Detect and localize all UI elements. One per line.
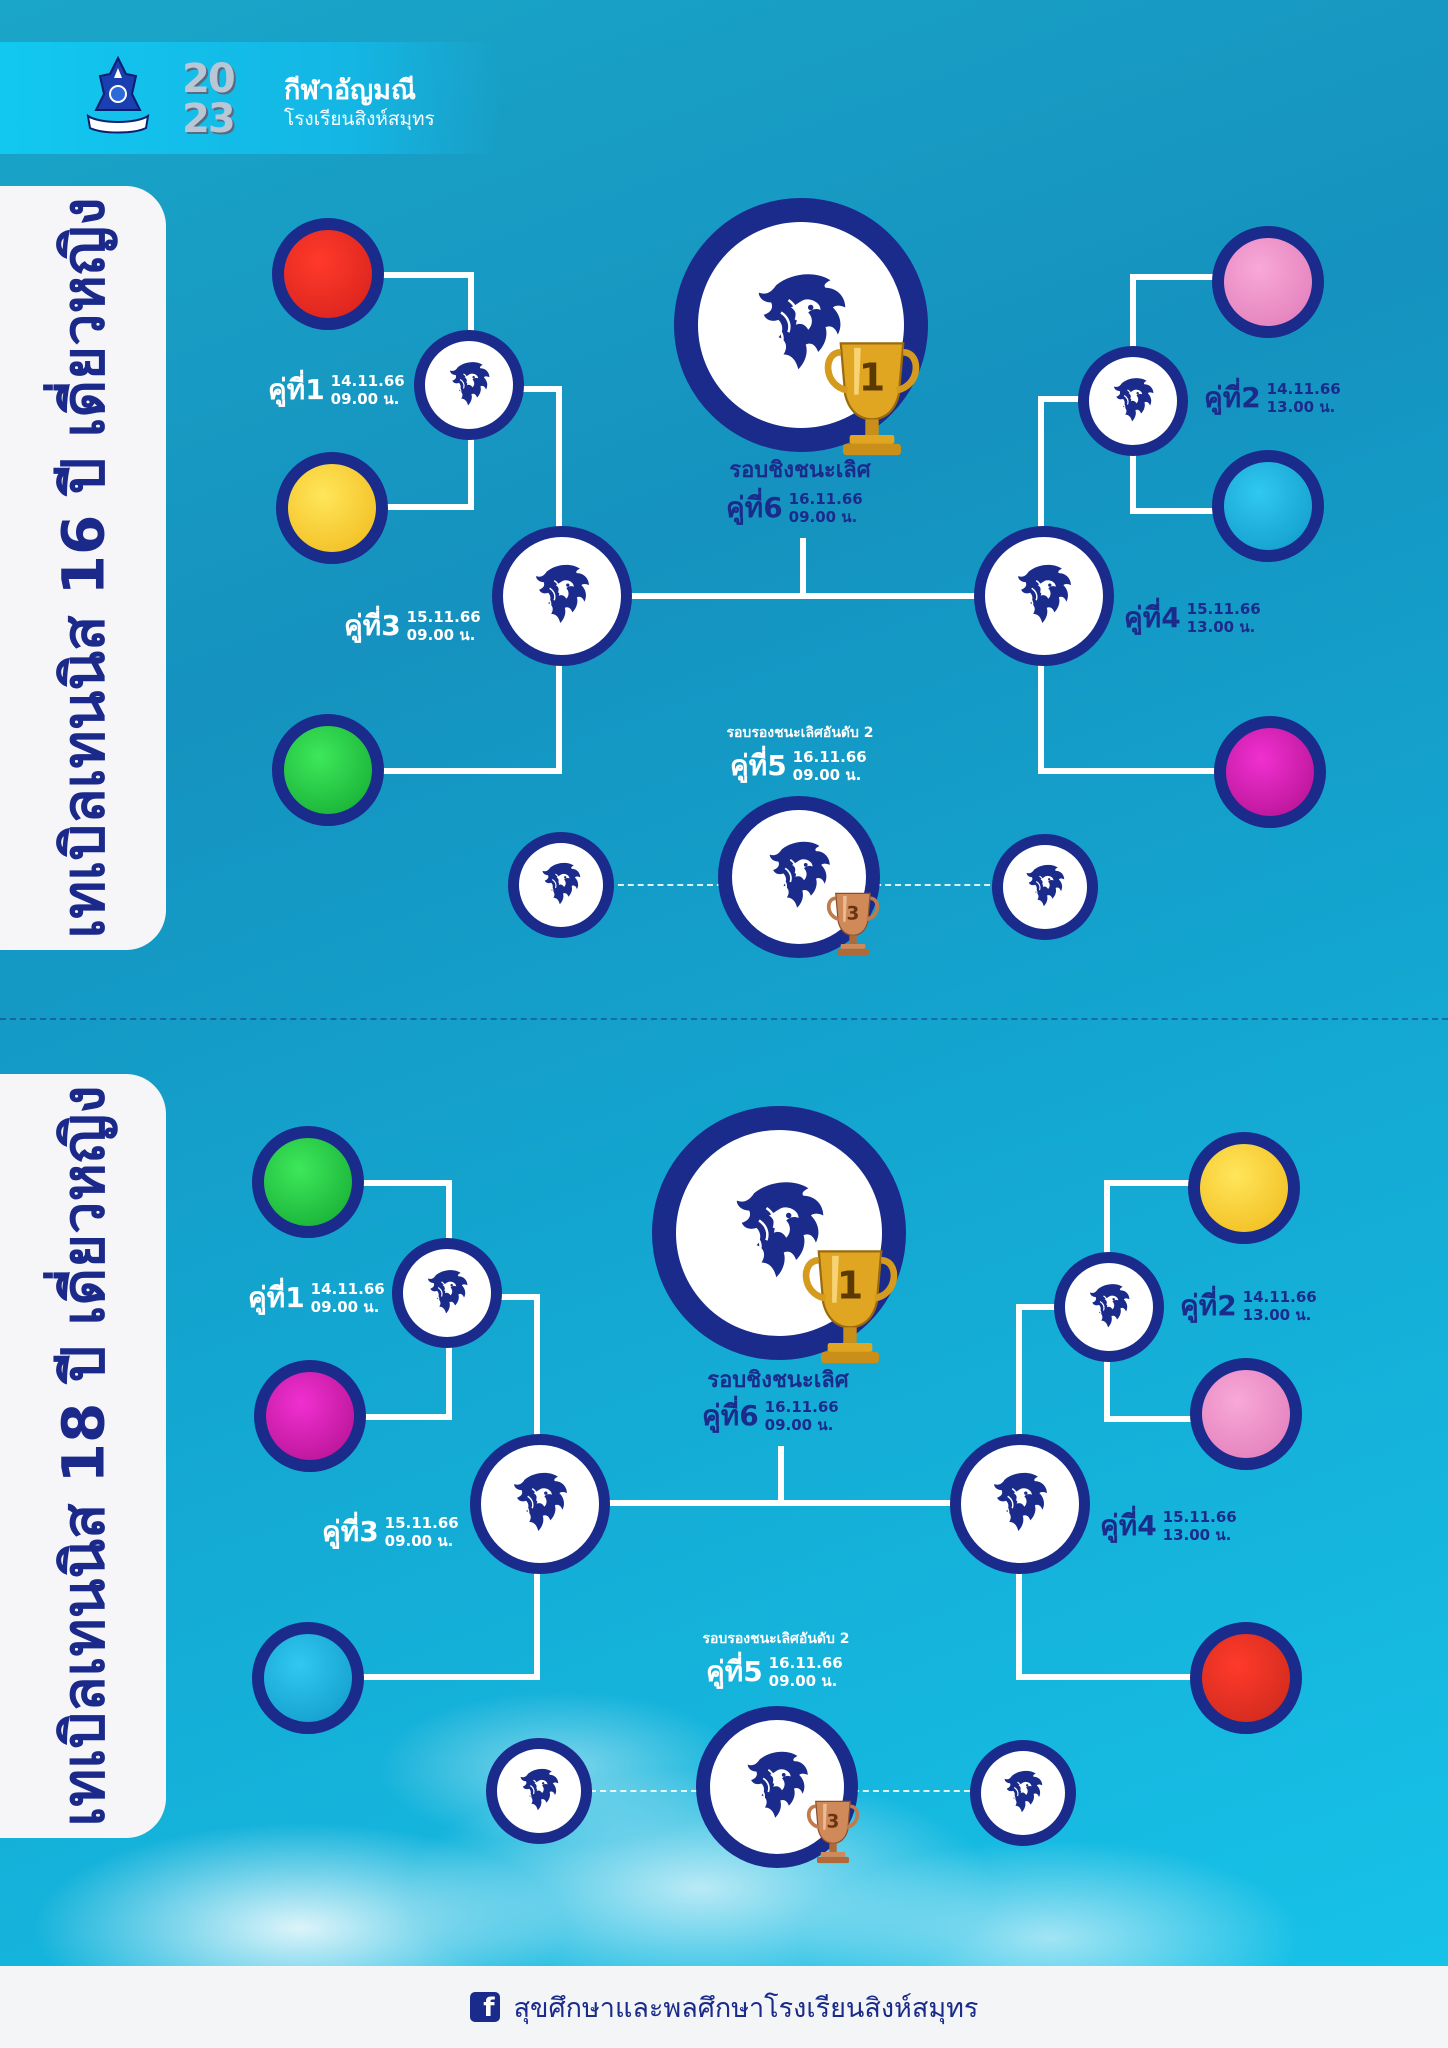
match-node-3[interactable] xyxy=(470,1434,610,1574)
team-slot-sky xyxy=(252,1622,364,1734)
lion-icon xyxy=(1018,860,1072,914)
final-round-title: รอบชิงชนะเลิศ xyxy=(707,1368,849,1393)
lion-icon xyxy=(534,858,588,912)
third-place-round-title: รอบรองชนะเลิศอันดับ 2 xyxy=(726,725,874,741)
header-title: กีฬาอัญมณี xyxy=(284,75,417,106)
match-node-2[interactable] xyxy=(1054,1252,1164,1362)
lion-icon xyxy=(524,558,600,634)
match-node-4[interactable] xyxy=(950,1434,1090,1574)
bronze-player-right[interactable] xyxy=(970,1740,1076,1846)
team-slot-green xyxy=(252,1126,364,1238)
svg-text:3: 3 xyxy=(827,1811,840,1832)
section-title-panel: เทเบิลเทนนิส 18 ปี เดี่ยวหญิง xyxy=(0,1074,166,1838)
games-2023-logo: 20 23 xyxy=(182,56,236,142)
final-round-title: รอบชิงชนะเลิศ xyxy=(729,458,871,483)
team-slot-sky xyxy=(1212,450,1324,562)
lion-icon xyxy=(441,357,497,413)
team-slot-green xyxy=(272,714,384,826)
team-slot-red xyxy=(272,218,384,330)
lion-icon xyxy=(502,1466,578,1542)
lion-icon xyxy=(1105,373,1161,429)
match-node-2[interactable] xyxy=(1078,346,1188,456)
match-node-4[interactable] xyxy=(974,526,1114,666)
svg-text:3: 3 xyxy=(847,903,860,924)
third-place-round-title: รอบรองชนะเลิศอันดับ 2 xyxy=(702,1631,850,1647)
svg-text:1: 1 xyxy=(837,1263,863,1307)
bronze-player-left[interactable] xyxy=(508,832,614,938)
team-slot-red xyxy=(1190,1622,1302,1734)
match-node-1[interactable] xyxy=(414,330,524,440)
bronze-player-right[interactable] xyxy=(992,834,1098,940)
header-subtitle: โรงเรียนสิงห์สมุทร xyxy=(284,108,435,130)
lion-icon xyxy=(982,1466,1058,1542)
match-node-1[interactable] xyxy=(392,1238,502,1348)
header-banner: 20 23 กีฬาอัญมณี โรงเรียนสิงห์สมุทร xyxy=(0,42,500,154)
team-slot-magenta xyxy=(254,1360,366,1472)
section-divider xyxy=(0,1018,1448,1020)
facebook-icon[interactable]: f xyxy=(469,1992,500,2022)
bronze-trophy-icon: 3 xyxy=(802,1794,864,1868)
match-node-3[interactable] xyxy=(492,526,632,666)
gold-trophy-icon: 1 xyxy=(794,1238,906,1372)
section-title: เทเบิลเทนนิส 18 ปี เดี่ยวหญิง xyxy=(49,1085,118,1827)
team-slot-pink xyxy=(1190,1358,1302,1470)
team-slot-yellow xyxy=(276,452,388,564)
team-slot-magenta xyxy=(1214,716,1326,828)
school-logo-icon xyxy=(80,54,156,142)
footer-page-name[interactable]: สุขศึกษาและพลศึกษาโรงเรียนสิงห์สมุทร xyxy=(513,1992,979,2024)
svg-text:1: 1 xyxy=(859,355,885,399)
bronze-trophy-icon: 3 xyxy=(822,886,884,960)
team-slot-pink xyxy=(1212,226,1324,338)
section-title-panel: เทเบิลเทนนิส 16 ปี เดี่ยวหญิง xyxy=(0,186,166,950)
lion-icon xyxy=(1006,558,1082,634)
gold-trophy-icon: 1 xyxy=(816,330,928,464)
lion-icon xyxy=(512,1764,566,1818)
footer: f สุขศึกษาและพลศึกษาโรงเรียนสิงห์สมุทร xyxy=(0,1966,1448,2048)
bronze-player-left[interactable] xyxy=(486,1738,592,1844)
lion-icon xyxy=(1081,1279,1137,1335)
section-title: เทเบิลเทนนิส 16 ปี เดี่ยวหญิง xyxy=(49,197,118,939)
lion-icon xyxy=(996,1766,1050,1820)
team-slot-yellow xyxy=(1188,1132,1300,1244)
lion-icon xyxy=(419,1265,475,1321)
